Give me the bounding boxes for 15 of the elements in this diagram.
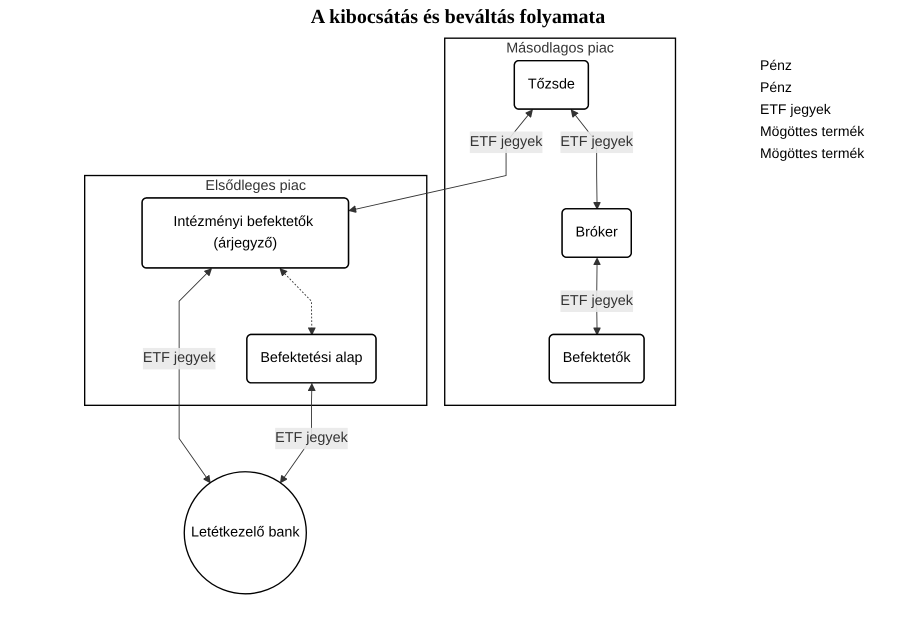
note-text: ETF jegyek: [760, 101, 832, 117]
node-circle: Letétkezelő bank: [184, 471, 307, 594]
arrow: [178, 268, 212, 484]
note-text: Mögöttes termék: [760, 123, 866, 139]
edge-label: ETF jegyek: [470, 134, 542, 150]
note-text: Pénz: [760, 57, 793, 73]
arrow: [280, 268, 316, 336]
edge-label: ETF jegyek: [275, 430, 348, 446]
diagram-title: A kibocsátás és beváltás folyamata: [310, 6, 606, 29]
edge-label: ETF jegyek: [142, 350, 216, 366]
edge-label: ETF jegyek: [560, 134, 633, 150]
note-text: Mögöttes termék: [760, 145, 866, 161]
arrow: [348, 109, 533, 213]
note-text: Pénz: [760, 79, 793, 95]
edge-label: ETF jegyek: [560, 293, 633, 308]
